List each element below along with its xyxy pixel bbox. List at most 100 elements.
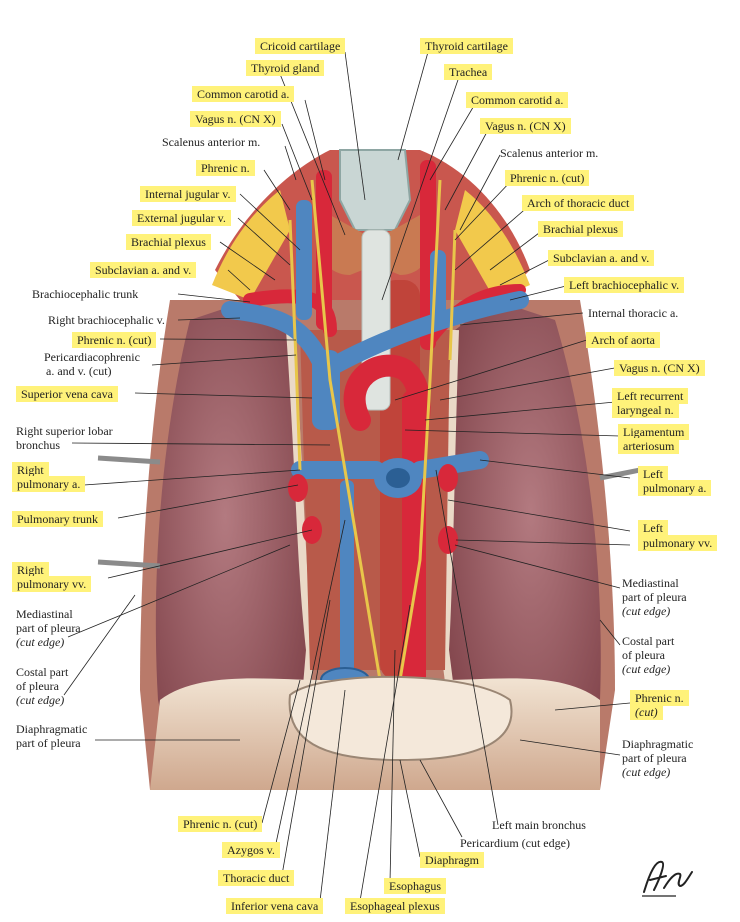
retractor-left-2 xyxy=(97,559,161,569)
label-mediastinal-left-2: part of pleura xyxy=(622,590,687,604)
label-mediastinal-right-1: Mediastinal xyxy=(16,607,73,621)
right-phrenic-nerve xyxy=(288,219,302,471)
label-trachea: Trachea xyxy=(444,64,493,80)
label-diaphragm: Diaphragm xyxy=(420,852,484,868)
label-mediastinal-left-3: (cut edge) xyxy=(622,604,671,618)
label-internal-thoracic: Internal thoracic a. xyxy=(588,306,679,320)
right-internal-jugular xyxy=(296,200,312,320)
label-common-carotid-left: Common carotid a. xyxy=(466,92,569,108)
label-superior-vena-cava: Superior vena cava xyxy=(16,386,118,402)
label-scalenus-left: Scalenus anterior m. xyxy=(500,146,599,160)
label-phrenic-cut-left: Phrenic n. (cut) xyxy=(505,170,590,186)
right-common-carotid xyxy=(316,170,332,330)
artist-signature xyxy=(642,860,693,897)
label-vagus-right: Vagus n. (CN X) xyxy=(190,111,281,127)
label-mediastinal-right-3: (cut edge) xyxy=(16,635,65,649)
left-lung xyxy=(445,300,601,770)
label-left-main-bronchus: Left main bronchus xyxy=(492,818,586,832)
label-diaphragmatic-left-2: part of pleura xyxy=(622,751,687,765)
label-right-sup-lobar-2: bronchus xyxy=(16,438,60,452)
label-pericardiacophrenic-2: a. and v. (cut) xyxy=(46,364,112,378)
label-pericardiacophrenic-1: Pericardiacophrenic xyxy=(44,350,140,364)
label-brachiocephalic-trunk: Brachiocephalic trunk xyxy=(32,287,139,301)
label-costal-right-3: (cut edge) xyxy=(16,693,65,707)
retractor-left xyxy=(97,455,161,465)
label-ligamentum-2: arteriosum xyxy=(618,438,680,454)
label-inferior-vena-cava: Inferior vena cava xyxy=(226,898,324,914)
label-right-pulm-vv-2: pulmonary vv. xyxy=(12,576,92,592)
right-vagus-nerve xyxy=(310,179,382,681)
label-phrenic-cut-bottom: Phrenic n. (cut) xyxy=(178,816,263,832)
diaphragmatic-pleura-edge xyxy=(288,675,513,762)
label-left-pulm-vv-2: pulmonary vv. xyxy=(638,535,718,551)
label-phrenic-cut-lower-1: Phrenic n. xyxy=(630,690,689,706)
label-diaphragmatic-left-1: Diaphragmatic xyxy=(622,737,694,751)
label-right-pulm-vv-1: Right xyxy=(12,562,49,578)
label-thoracic-duct: Thoracic duct xyxy=(218,870,295,886)
label-left-recurrent-1: Left recurrent xyxy=(612,388,689,404)
azygos-shape xyxy=(340,480,354,680)
label-left-pulm-a-1: Left xyxy=(638,466,668,482)
fat-right xyxy=(455,190,530,300)
label-right-brachiocephalic-vein: Right brachiocephalic v. xyxy=(48,313,165,327)
label-mediastinal-right-2: part of pleura xyxy=(16,621,81,635)
label-diaphragmatic-right-2: part of pleura xyxy=(16,736,81,750)
retractor-right xyxy=(599,467,641,481)
fat-left xyxy=(212,190,290,300)
label-right-sup-lobar-1: Right superior lobar xyxy=(16,424,113,438)
aortic-arch xyxy=(343,354,431,451)
label-vagus-lower: Vagus n. (CN X) xyxy=(614,360,705,376)
label-esophageal-plexus: Esophageal plexus xyxy=(345,898,445,914)
leader-lines xyxy=(63,51,631,902)
label-pericardium-cut: Pericardium (cut edge) xyxy=(460,836,570,850)
left-vagus-nerve xyxy=(398,179,442,681)
label-right-pulm-a-1: Right xyxy=(12,462,49,478)
label-ligamentum-1: Ligamentum xyxy=(618,424,690,440)
label-right-pulm-a-2: pulmonary a. xyxy=(12,476,86,492)
label-costal-left-1: Costal part xyxy=(622,634,675,648)
label-costal-left-3: (cut edge) xyxy=(622,662,671,676)
label-common-carotid-right: Common carotid a. xyxy=(192,86,295,102)
label-pulmonary-trunk: Pulmonary trunk xyxy=(12,511,103,527)
label-brachial-plexus-right: Brachial plexus xyxy=(126,234,211,250)
larynx xyxy=(339,149,412,231)
label-internal-jugular: Internal jugular v. xyxy=(140,186,236,202)
label-left-brachiocephalic-vein: Left brachiocephalic v. xyxy=(564,277,685,293)
label-brachial-plexus-left: Brachial plexus xyxy=(538,221,623,237)
label-diaphragmatic-right-1: Diaphragmatic xyxy=(16,722,88,736)
left-phrenic-nerve xyxy=(448,229,457,361)
label-vagus-left: Vagus n. (CN X) xyxy=(480,118,571,134)
label-subclavian-right: Subclavian a. and v. xyxy=(90,262,197,278)
label-subclavian-left: Subclavian a. and v. xyxy=(548,250,655,266)
label-esophagus: Esophagus xyxy=(384,878,446,894)
label-phrenic-cut-lower-2: (cut) xyxy=(630,704,663,720)
label-mediastinal-left-1: Mediastinal xyxy=(622,576,679,590)
brachiocephalic-trunk-shape xyxy=(243,289,337,337)
right-lung xyxy=(155,300,310,780)
right-pv-1 xyxy=(288,474,308,502)
label-external-jugular: External jugular v. xyxy=(132,210,231,226)
label-left-pulm-a-2: pulmonary a. xyxy=(638,480,712,496)
pulmonary-trunk-lumen xyxy=(386,468,410,488)
label-costal-right-1: Costal part xyxy=(16,665,69,679)
svc-shape xyxy=(312,350,340,430)
label-arch-thoracic-duct: Arch of thoracic duct xyxy=(522,195,635,211)
mediastinal-pleura-right xyxy=(440,329,464,771)
label-cricoid-cartilage: Cricoid cartilage xyxy=(255,38,346,54)
label-costal-right-2: of pleura xyxy=(16,679,59,693)
mediastinal-pleura-left xyxy=(286,329,315,771)
label-left-recurrent-2: laryngeal n. xyxy=(612,402,679,418)
label-arch-of-aorta: Arch of aorta xyxy=(586,332,660,348)
label-scalenus-right: Scalenus anterior m. xyxy=(162,135,261,149)
label-costal-left-2: of pleura xyxy=(622,648,665,662)
label-azygos: Azygos v. xyxy=(222,842,280,858)
left-pv-1 xyxy=(438,464,458,492)
label-diaphragmatic-left-3: (cut edge) xyxy=(622,765,671,779)
right-brachiocephalic-vein-shape xyxy=(221,301,329,369)
label-phrenic-right: Phrenic n. xyxy=(196,160,255,176)
label-thyroid-gland: Thyroid gland xyxy=(246,60,325,76)
label-left-pulm-vv-1: Left xyxy=(638,520,668,536)
label-thyroid-cartilage: Thyroid cartilage xyxy=(420,38,513,54)
label-phrenic-cut-mid: Phrenic n. (cut) xyxy=(72,332,157,348)
